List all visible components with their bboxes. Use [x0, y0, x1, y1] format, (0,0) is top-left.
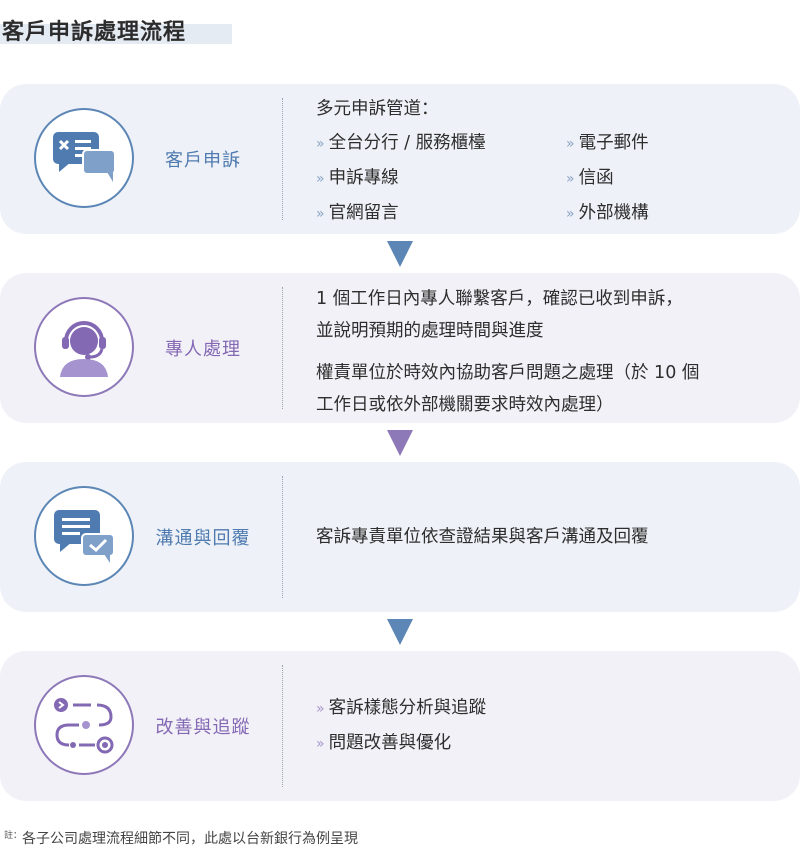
stage-content: 1 個工作日內專人聯繫客戶，確認已收到申訴， 並說明預期的處理時間與進度 權責單… — [316, 283, 699, 421]
paragraph-line: 工作日或依外部機關要求時效內處理） — [316, 395, 614, 415]
stage-handling: 專人處理 1 個工作日內專人聯繫客戶，確認已收到申訴， 並說明預期的處理時間與進… — [0, 273, 800, 423]
divider — [282, 476, 283, 598]
stage-improvement: 改善與追蹤 »客訴樣態分析與追蹤 »問題改善與優化 — [0, 651, 800, 801]
list-item: »客訴樣態分析與追蹤 — [316, 698, 487, 718]
stage-label: 改善與追蹤 — [155, 717, 251, 738]
footnote: 註：各子公司處理流程細節不同，此處以台新銀行為例呈現 — [4, 828, 358, 848]
stage-complaint: 客戶申訴 多元申訴管道： »全台分行 / 服務櫃檯 »申訴專線 »官網留言 »電… — [0, 84, 800, 234]
stage-content: 客訴專責單位依查證結果與客戶溝通及回覆 — [316, 520, 649, 554]
paragraph-line: 1 個工作日內專人聯繫客戶，確認已收到申訴， — [316, 289, 683, 309]
list-item: »問題改善與優化 — [316, 733, 452, 753]
headset-agent-icon — [34, 297, 134, 397]
stage-label: 客戶申訴 — [165, 150, 241, 171]
divider — [282, 98, 283, 220]
title-underline — [0, 24, 232, 44]
list-item: »申訴專線 — [316, 168, 399, 188]
footnote-text: 各子公司處理流程細節不同，此處以台新銀行為例呈現 — [22, 831, 359, 847]
page-title: 客戶申訴處理流程 — [2, 20, 187, 45]
stage-text: 客訴專責單位依查證結果與客戶溝通及回覆 — [316, 527, 649, 547]
channels-right: »電子郵件 »信函 »外部機構 — [566, 126, 649, 231]
stage-content: 多元申訴管道： — [316, 92, 439, 126]
list-item: »外部機構 — [566, 203, 649, 223]
paragraph-line: 並說明預期的處理時間與進度 — [316, 321, 544, 341]
message-check-icon — [34, 486, 134, 586]
arrow-down-icon — [387, 241, 413, 267]
paragraph-line: 權責單位於時效內協助客戶問題之處理（於 10 個 — [316, 363, 700, 383]
process-flow-icon — [34, 675, 134, 775]
list-item: »官網留言 — [316, 203, 399, 223]
stage-communication: 溝通與回覆 客訴專責單位依查證結果與客戶溝通及回覆 — [0, 462, 800, 612]
channels-left: »全台分行 / 服務櫃檯 »申訴專線 »官網留言 — [316, 126, 486, 231]
channels-heading: 多元申訴管道： — [316, 99, 439, 119]
stage-label: 溝通與回覆 — [155, 528, 251, 549]
divider — [282, 287, 283, 409]
divider — [282, 665, 283, 787]
arrow-down-icon — [387, 430, 413, 456]
title-wrap: 客戶申訴處理流程 — [0, 14, 186, 46]
footnote-marker: 註： — [4, 831, 23, 841]
list-item: »電子郵件 — [566, 133, 649, 153]
list-item: »全台分行 / 服務櫃檯 — [316, 133, 486, 153]
stage-content: »客訴樣態分析與追蹤 »問題改善與優化 — [316, 691, 486, 761]
list-item: »信函 — [566, 168, 614, 188]
chat-bubbles-icon — [34, 108, 134, 208]
stage-label: 專人處理 — [165, 339, 241, 360]
arrow-down-icon — [387, 619, 413, 645]
